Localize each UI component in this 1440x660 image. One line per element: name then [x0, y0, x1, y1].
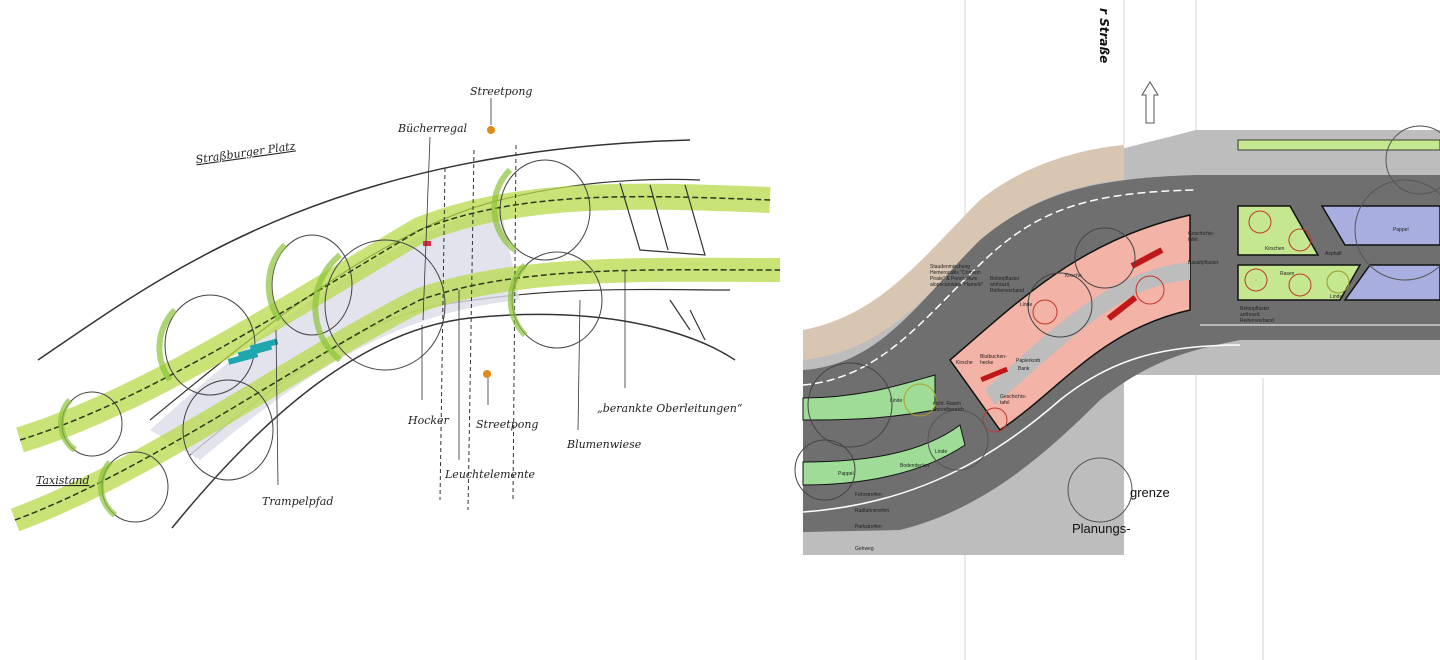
label-papierkorb: Papierkorb [1016, 358, 1040, 364]
label-fahrstreifen: Fahrstreifen [855, 492, 882, 498]
label-linde: Linde [1020, 302, 1032, 308]
bookshelf-marker [423, 241, 431, 246]
label-geschichtstafel-top-2: tafel [1188, 237, 1197, 243]
label-betonpflaster-left-1: Betonpflaster [990, 276, 1020, 282]
label-trampelpfad: Trampelpfad [262, 495, 333, 508]
parking-top [1320, 205, 1440, 246]
label-oberleitungen: „berankte Oberleitungen“ [597, 402, 743, 415]
label-kirsche-2: Kirsche [956, 360, 973, 366]
label-geschichtstafel-top-1: Geschichts- [1188, 231, 1215, 237]
label-linde-right: Linde [1330, 294, 1342, 300]
green-bed-top [1237, 205, 1320, 256]
label-bluthecke-2: hecke [980, 360, 994, 366]
label-planungs: Planungs- [1072, 521, 1131, 536]
label-staudenmischung-2: Hemerocallis "Crimson [930, 270, 981, 276]
label-betonpflaster-right-1: Betonpflaster [1240, 306, 1270, 312]
beige-plaza [803, 145, 1124, 360]
label-asphalt: Asphalt [1325, 251, 1342, 257]
label-kirsche: Kirsche [1065, 273, 1082, 279]
label-leuchtelemente: Leuchtelemente [444, 468, 536, 481]
label-rasen-note-2: wurzelbereich [933, 407, 964, 413]
site-plan: r Straße Staudenmischung Hemerocallis "C… [794, 0, 1440, 660]
label-radfahrstreifen: Radfahrstreifen [855, 508, 889, 514]
tree-symbols [794, 125, 1440, 523]
street-name: r Straße [1097, 8, 1111, 63]
label-hocker: Hocker [407, 414, 450, 427]
label-grenze: grenze [1130, 485, 1170, 500]
road-edge-bottom [171, 313, 736, 529]
parking-bottom [1343, 264, 1440, 301]
label-pappel: Pappel [838, 471, 854, 477]
label-bank: Bank [1018, 366, 1030, 372]
label-staudenmischung-4: alopecuroides "Hameln" [930, 282, 984, 288]
road-edge-top [37, 139, 691, 361]
direction-arrow-icon [1141, 81, 1159, 124]
label-betonpflaster-left-3: Reihenverband [990, 288, 1024, 294]
concept-sketch: Straßburger Platz Streetpong Bücherregal… [10, 85, 781, 532]
lawn-strip-bottom [802, 424, 966, 486]
label-gehweg: Gehweg [855, 546, 874, 552]
label-geschichtstafel-1: Geschichts- [1000, 394, 1027, 400]
median-path [985, 262, 1190, 405]
parking-bays [619, 182, 706, 341]
label-buecherregal: Bücherregal [397, 122, 468, 135]
label-bluthecke-1: Blutbuchen- [980, 354, 1007, 360]
label-taxistand: Taxistand [36, 474, 90, 487]
label-linde-left: Linde [890, 398, 902, 404]
label-bodendecker: Bodendecker [900, 463, 930, 469]
sketch-title: Straßburger Platz [195, 139, 297, 166]
label-blumenwiese: Blumenwiese [566, 438, 642, 451]
label-betonpflaster-right-3: Reihenverband [1240, 318, 1274, 324]
bench-elements [227, 338, 279, 365]
bench [1130, 247, 1164, 269]
label-geschichtstafel-2: tafel [1000, 400, 1009, 406]
label-betonpflaster-right-2: anthrazit, [1240, 312, 1261, 318]
green-bed-bottom [1237, 264, 1362, 301]
lawn-strip-top [802, 374, 936, 421]
label-staudenmischung-1: Staudenmischung [930, 264, 970, 270]
streetpong-table-top [487, 126, 495, 134]
label-linde-bottom: Linde [935, 449, 947, 455]
leader-lines [275, 98, 626, 486]
label-staudenmischung-3: Pirate" & Pennisetum [930, 276, 977, 282]
label-streetpong-bottom: Streetpong [476, 418, 538, 431]
label-betonpflaster-left-2: anthrazit, [990, 282, 1011, 288]
label-pappel-right: Pappel [1393, 227, 1409, 233]
label-basaltpflaster: Basaltpflaster [1188, 260, 1219, 266]
streetpong-table-bottom [483, 370, 491, 378]
label-streetpong-top: Streetpong [470, 85, 532, 98]
label-rasen-note-1: nicht. Rasen [933, 401, 961, 407]
label-rasen: Rasen [1280, 271, 1295, 277]
label-parkstreifen: Parkstreifen [855, 524, 882, 530]
label-kirschen: Kirschen [1265, 246, 1285, 252]
